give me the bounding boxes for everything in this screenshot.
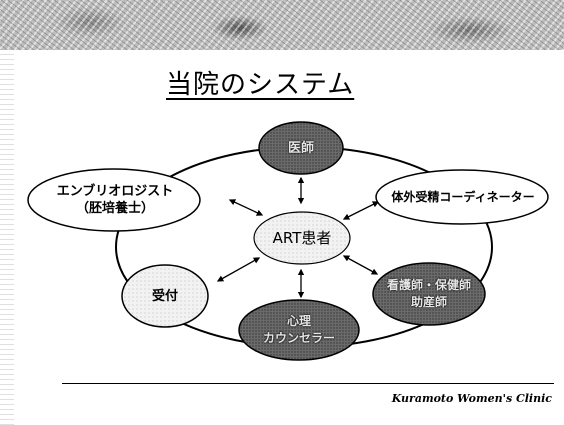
footer-divider: [62, 383, 554, 384]
node-nurse-label: 看護師・保健師 助産師: [386, 278, 471, 309]
arrow-nurse-patient: [342, 255, 379, 275]
node-reception: [121, 264, 209, 328]
node-coordinator: [375, 169, 549, 225]
decorative-left-edge: [0, 50, 14, 425]
arrow-coordinator-patient: [342, 201, 380, 220]
arrow-embryologist-patient: [228, 199, 264, 216]
node-coordinator-label: 体外受精コーディネーター: [391, 189, 535, 204]
page-title: 当院のシステム: [166, 70, 355, 100]
node-doctor-label: 医師: [287, 140, 314, 156]
decorative-banner: [0, 0, 564, 50]
arrow-reception-patient: [216, 257, 261, 282]
node-patient: [253, 211, 351, 265]
node-doctor: [258, 121, 344, 175]
footer-clinic-name: Kuramoto Women's Clinic: [391, 392, 552, 405]
node-embryologist: [27, 168, 201, 232]
node-counselor-label: 心理 カウンセラー: [262, 314, 335, 345]
node-embryologist-label: エンブリオロジスト （胚培養士）: [56, 184, 174, 216]
node-reception-label: 受付: [151, 288, 178, 304]
node-counselor: [238, 299, 360, 361]
node-patient-label: ART患者: [272, 228, 332, 247]
node-nurse: [372, 262, 486, 326]
